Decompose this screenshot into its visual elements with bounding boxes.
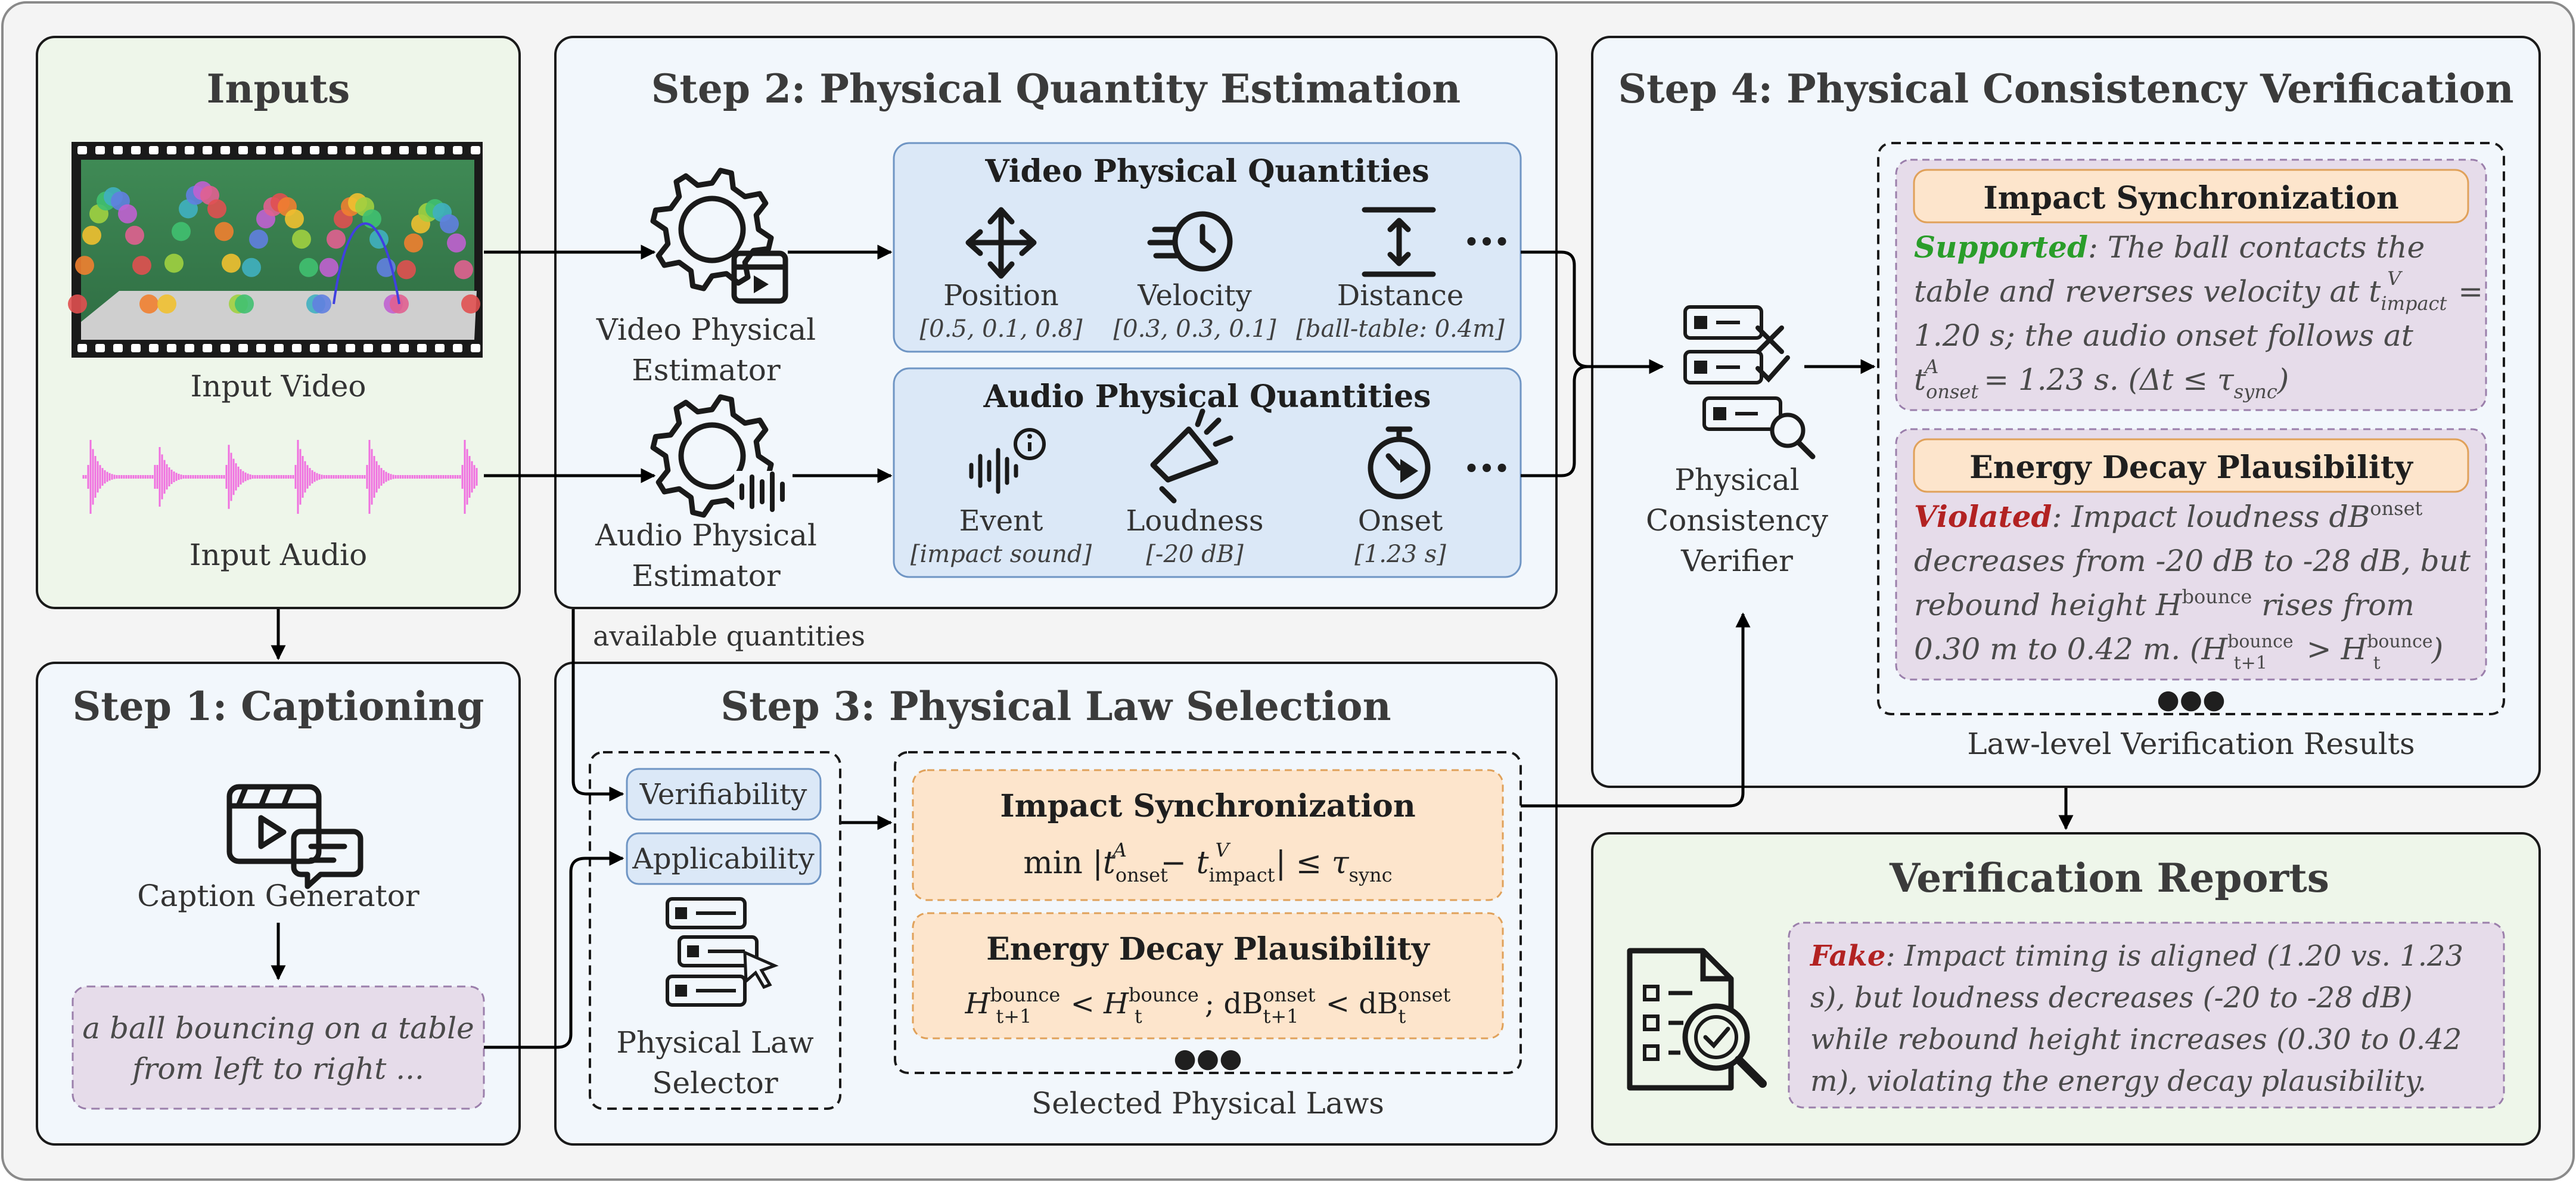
result2-line2: decreases from -20 dB to -28 dB, but (1914, 544, 2471, 578)
speed-clock-icon (1147, 211, 1233, 272)
audio-quantities-more: ••• (1464, 455, 1510, 483)
onset-label: Onset (1358, 504, 1443, 538)
position-value: [0.5, 0.1, 0.8] (920, 315, 1083, 343)
video-quantities-box: Video Physical Quantities (893, 142, 1522, 353)
event-label: Event (959, 504, 1043, 538)
step2-title: Step 2: Physical Quantity Estimation (651, 66, 1461, 112)
inputs-panel: Inputs Input Video Input Audio (36, 36, 521, 609)
video-caption-icon (226, 784, 363, 889)
result2-line3: rebound height Hbounce rises from (1914, 585, 2415, 622)
report-line1: Fake: Impact timing is aligned (1.20 vs.… (1809, 939, 2463, 973)
distance-value: [ball-table: 0.4m] (1296, 315, 1505, 343)
onset-value: [1.23 s] (1354, 541, 1446, 568)
sound-wave-info-icon (969, 428, 1046, 494)
loudness-value: [-20 dB] (1146, 541, 1244, 568)
megaphone-icon (1150, 408, 1233, 504)
law-impact-sync-box: Impact Synchronization min |tonsetA − ti… (912, 769, 1504, 901)
law-selector-label-line1: Physical Law (616, 1025, 813, 1060)
report-line4: m), violating the energy decay plausibil… (1810, 1065, 2426, 1098)
report-text-box: Fake: Impact timing is aligned (1.20 vs.… (1788, 922, 2505, 1109)
audio-estimator-gear-icon (650, 394, 788, 518)
law-impact-sync-title: Impact Synchronization (1000, 788, 1415, 824)
step1-title: Step 1: Captioning (73, 683, 484, 730)
event-value: [impact sound] (911, 541, 1092, 568)
step4-title: Step 4: Physical Consistency Verificatio… (1618, 66, 2513, 112)
available-quantities-label: available quantities (593, 620, 865, 652)
step3-panel: Step 3: Physical Law Selection Verifiabi… (554, 662, 1558, 1146)
report-status-fake: Fake (1809, 939, 1885, 973)
report-line3: while rebound height increases (0.30 to … (1810, 1023, 2462, 1056)
caption-generator-label: Caption Generator (137, 879, 420, 913)
timer-play-icon (1368, 426, 1431, 500)
verifiability-chip: Verifiability (626, 768, 822, 821)
inputs-title: Inputs (207, 66, 350, 112)
law-impact-sync-formula: min |tonsetA − timpactV| ≤ τsync (1023, 839, 1392, 886)
video-quantities-title: Video Physical Quantities (984, 153, 1429, 190)
reports-title: Verification Reports (1889, 855, 2329, 901)
result2-title: Energy Decay Plausibility (1969, 449, 2413, 486)
verifier-label-line2: Consistency (1646, 503, 1829, 538)
result1-line4: tonsetA = 1.23 s. (Δt ≤ τsync) (1914, 355, 2289, 403)
velocity-label: Velocity (1137, 279, 1252, 312)
step2-panel: Step 2: Physical Quantity Estimation Vid… (554, 36, 1558, 609)
step1-panel: Step 1: Captioning Caption Generator a b… (36, 662, 521, 1146)
input-video-label: Input Video (190, 369, 366, 404)
result1-line3: 1.20 s; the audio onset follows at (1914, 318, 2414, 353)
law-energy-decay-title: Energy Decay Plausibility (986, 931, 1430, 967)
result2-status-violated: Violated (1914, 499, 2052, 534)
results-label: Law-level Verification Results (1967, 727, 2415, 761)
distance-label: Distance (1337, 279, 1464, 312)
verifier-icon (1683, 305, 1816, 460)
input-video-thumbnail (68, 142, 483, 358)
caption-output-box: a ball bouncing on a table from left to … (72, 985, 485, 1110)
svg-text:Verifiability: Verifiability (639, 778, 807, 811)
input-audio-waveform (82, 440, 478, 514)
position-label: Position (943, 279, 1059, 312)
audio-quantities-title: Audio Physical Quantities (983, 379, 1431, 415)
move-arrows-icon (965, 207, 1037, 279)
distance-icon (1362, 207, 1436, 277)
results-more: ●●● (2156, 684, 2225, 715)
flow-arrows (271, 244, 2074, 1049)
laws-more: ●●● (1173, 1043, 1242, 1074)
report-line2: s), but loudness decreases (-20 to -28 d… (1810, 981, 2413, 1015)
audio-estimator-label-line2: Estimator (632, 559, 781, 593)
audio-quantities-box: Audio Physical Quantities (893, 367, 1522, 578)
audio-estimator-label-line1: Audio Physical (595, 518, 817, 553)
result2-line1: Violated: Impact loudness dBonset (1914, 497, 2423, 534)
caption-text-line2: from left to right ... (130, 1051, 424, 1086)
law-selector-label-line2: Selector (652, 1066, 778, 1100)
selected-laws-label: Selected Physical Laws (1031, 1086, 1384, 1121)
verifier-label-line1: Physical (1674, 463, 1800, 497)
caption-text-line1: a ball bouncing on a table (82, 1011, 474, 1046)
video-estimator-label-line1: Video Physical (596, 312, 816, 347)
step3-title: Step 3: Physical Law Selection (720, 683, 1391, 730)
loudness-label: Loudness (1126, 504, 1264, 538)
video-estimator-label-line2: Estimator (632, 353, 781, 387)
law-selector-icon (666, 897, 779, 1007)
input-audio-label: Input Audio (189, 538, 368, 572)
result1-title: Impact Synchronization (1983, 180, 2398, 216)
video-estimator-gear-icon (650, 167, 788, 304)
velocity-value: [0.3, 0.3, 0.1] (1114, 315, 1276, 343)
step4-panel: Step 4: Physical Consistency Verificatio… (1591, 36, 2541, 788)
svg-text:Applicability: Applicability (632, 842, 815, 876)
video-quantities-more: ••• (1464, 228, 1510, 256)
report-search-icon (1627, 948, 1767, 1091)
result1-line2: table and reverses velocity at timpactV … (1914, 267, 2483, 315)
verifier-label-line3: Verifier (1680, 544, 1793, 578)
reports-panel: Verification Reports Fake: Impact timing… (1591, 832, 2541, 1146)
result1-line1: Supported: The ball contacts the (1914, 229, 2425, 265)
applicability-chip: Applicability (626, 832, 822, 885)
result-impact-sync-box: Impact Synchronization Supported: The ba… (1895, 159, 2487, 411)
result-energy-decay-box: Energy Decay Plausibility Violated: Impa… (1895, 428, 2487, 681)
result1-status-supported: Supported (1914, 229, 2088, 265)
